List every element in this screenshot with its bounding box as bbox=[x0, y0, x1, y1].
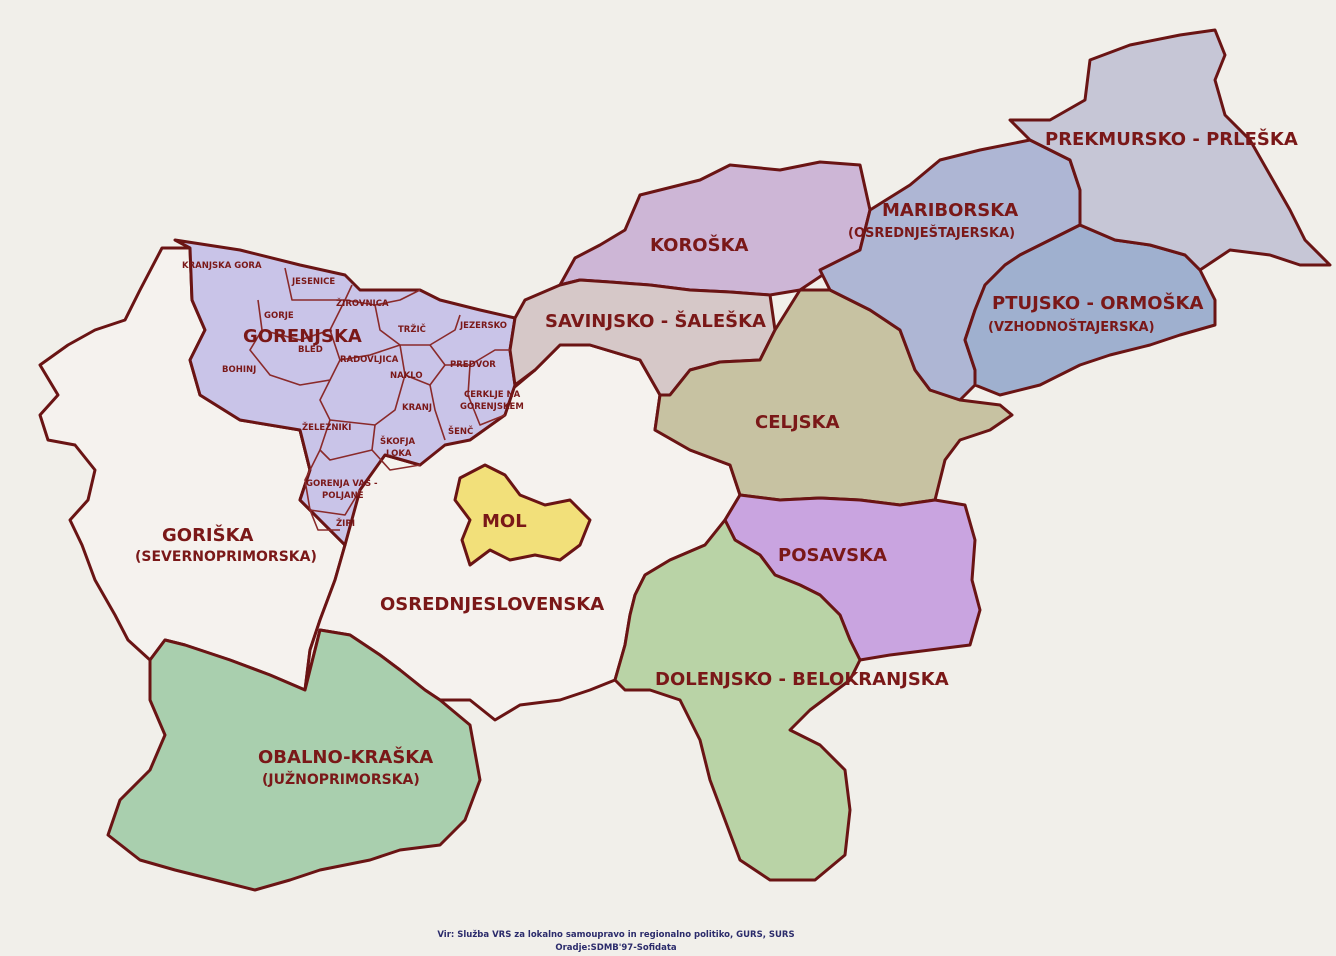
label-predvor: PREDVOR bbox=[450, 360, 496, 370]
label-bled: BLED bbox=[298, 345, 323, 355]
region-dolenjsko-belokranjska[interactable] bbox=[613, 518, 862, 882]
muni-border-10 bbox=[429, 384, 446, 441]
label-gorje: GORJE bbox=[264, 311, 294, 321]
region-mol[interactable] bbox=[453, 463, 592, 567]
muni-border-1 bbox=[284, 267, 353, 301]
label-kranjska-gora: KRANJSKA GORA bbox=[182, 261, 262, 271]
label-gorenja-line1: GORENJA VAS - bbox=[306, 479, 378, 489]
label-koroska: KOROŠKA bbox=[650, 234, 749, 256]
label-skofja-line1: ŠKOFJA bbox=[380, 435, 416, 447]
muni-border-11 bbox=[319, 374, 406, 426]
label-dolenjsko: DOLENJSKO - BELOKRANJSKA bbox=[655, 669, 949, 690]
label-mariborska-line1: MARIBORSKA bbox=[882, 200, 1018, 221]
label-gorenja-line2: POLJANE bbox=[322, 491, 364, 501]
label-gorenjska: GORENJSKA bbox=[243, 326, 362, 347]
label-kranj: KRANJ bbox=[402, 403, 432, 413]
source-line-1: Vir: Služba VRS za lokalno samoupravo in… bbox=[437, 930, 794, 940]
label-cerklje-line2: GORENJSKEM bbox=[460, 402, 524, 412]
label-naklo: NAKLO bbox=[390, 371, 423, 381]
muni-border-4 bbox=[374, 304, 461, 346]
label-bohinj: BOHINJ bbox=[222, 365, 256, 375]
label-goriska-line2: (SEVERNOPRIMORSKA) bbox=[135, 549, 317, 565]
muni-border-9 bbox=[467, 364, 506, 426]
label-zirovnica: ŽIROVNICA bbox=[336, 297, 389, 309]
muni-border-6 bbox=[339, 344, 401, 361]
region-obalno-kraska[interactable] bbox=[106, 628, 482, 892]
label-ptujsko-line1: PTUJSKO - ORMOŠKA bbox=[992, 292, 1203, 314]
muni-border-8 bbox=[399, 344, 446, 386]
label-sencur: ŠENČ bbox=[448, 425, 473, 437]
source-line-2: Oradje:SDMB'97-Sofidata bbox=[555, 943, 677, 953]
label-posavska: POSAVSKA bbox=[778, 545, 887, 566]
label-jezersko: JEZERSKO bbox=[459, 321, 507, 331]
label-jesenice: JESENICE bbox=[291, 277, 335, 287]
label-skofja-line2: LOKA bbox=[386, 449, 412, 459]
label-zelezniki: ŽELEZNIKI bbox=[302, 421, 351, 433]
label-mariborska-line2: (OSREDNJEŠTAJERSKA) bbox=[848, 225, 1015, 241]
muni-border-3 bbox=[344, 289, 421, 306]
label-radovljica: RADOVLJICA bbox=[340, 355, 399, 365]
muni-border-12 bbox=[371, 424, 421, 471]
label-goriska-line1: GORIŠKA bbox=[162, 524, 254, 546]
label-mol: MOL bbox=[482, 511, 527, 532]
label-prekmursko: PREKMURSKO - PRLEŠKA bbox=[1045, 128, 1298, 150]
label-cerklje-line1: CERKLJE NA bbox=[464, 390, 521, 400]
muni-border-2 bbox=[257, 299, 346, 341]
label-savinjsko: SAVINJSKO - ŠALEŠKA bbox=[545, 310, 766, 332]
label-ziri: ŽIRI bbox=[336, 517, 355, 529]
muni-border-15 bbox=[309, 509, 340, 531]
region-prekmursko-prleska[interactable] bbox=[1008, 28, 1332, 272]
label-ptujsko-line2: (VZHODNOŠTAJERSKA) bbox=[988, 319, 1155, 335]
label-osrednjeslovenska: OSREDNJESLOVENSKA bbox=[380, 594, 604, 615]
label-trzic: TRŽIČ bbox=[398, 323, 426, 335]
label-obalno-line1: OBALNO-KRAŠKA bbox=[258, 746, 433, 768]
label-celjska: CELJSKA bbox=[755, 412, 840, 433]
muni-border-13 bbox=[319, 419, 373, 461]
label-obalno-line2: (JUŽNOPRIMORSKA) bbox=[262, 771, 420, 788]
